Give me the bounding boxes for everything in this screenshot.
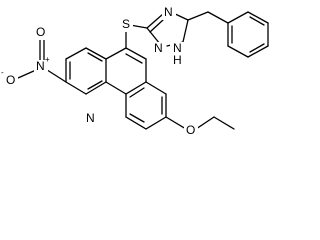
bond — [65, 47, 87, 60]
bond — [227, 11, 249, 24]
bond — [247, 11, 269, 24]
label-background — [170, 42, 186, 66]
triazole-nh-hydrogen-label: H — [173, 53, 182, 67]
bond-double-inner — [87, 52, 103, 62]
bond — [207, 11, 229, 24]
label-background — [34, 26, 48, 40]
bond — [213, 116, 235, 130]
bond — [145, 81, 167, 95]
label-background — [162, 6, 176, 20]
bond — [17, 69, 37, 79]
bond — [146, 27, 161, 45]
bond-lines — [17, 11, 269, 130]
bond — [65, 81, 87, 95]
ether-oxygen-label: O — [186, 123, 195, 137]
bond-double-inner — [129, 113, 145, 123]
bond-double-inner — [87, 80, 103, 90]
nitro-oxygen-top-label: O — [36, 25, 45, 39]
bond-double-inner — [129, 87, 145, 98]
bond — [227, 45, 249, 58]
bond — [85, 81, 107, 95]
bond — [105, 47, 127, 60]
label-background — [34, 60, 48, 74]
label-background — [184, 124, 198, 138]
bond — [105, 81, 127, 95]
triazole-nitrogen-top-label: N — [164, 5, 173, 19]
label-background — [84, 112, 98, 126]
bond — [165, 116, 187, 130]
triazole-nh-nitrogen-label: N — [173, 41, 182, 55]
nitro-nitrogen-charge: + — [45, 55, 50, 64]
bond — [125, 116, 147, 130]
label-background — [152, 42, 166, 56]
atom-labels: O N + O - N S N N N H O — [1, 5, 198, 138]
bond — [125, 81, 147, 95]
bond — [195, 116, 215, 130]
label-background — [120, 18, 133, 32]
bond — [125, 47, 147, 60]
label-background — [4, 74, 18, 88]
bond — [182, 19, 189, 43]
bond-double-inner — [249, 43, 265, 53]
bond — [247, 45, 269, 58]
sulfur-label: S — [122, 17, 130, 31]
bond — [145, 116, 167, 130]
nitro-oxygen-left-label: O — [6, 73, 15, 87]
bond-double-inner — [125, 53, 143, 64]
bond — [187, 11, 209, 21]
bond-double-inner — [149, 19, 164, 33]
bond-double-inner — [249, 16, 265, 26]
acridine-nitrogen-label: N — [86, 111, 95, 125]
nitro-oxygen-charge: - — [1, 68, 4, 77]
nitro-nitrogen-label: N — [36, 59, 45, 73]
bond — [146, 13, 164, 29]
triazole-nitrogen-left-label: N — [154, 41, 163, 55]
chemical-structure-diagram: O N + O - N S N N N H O — [1, 5, 269, 138]
bond — [85, 47, 107, 60]
